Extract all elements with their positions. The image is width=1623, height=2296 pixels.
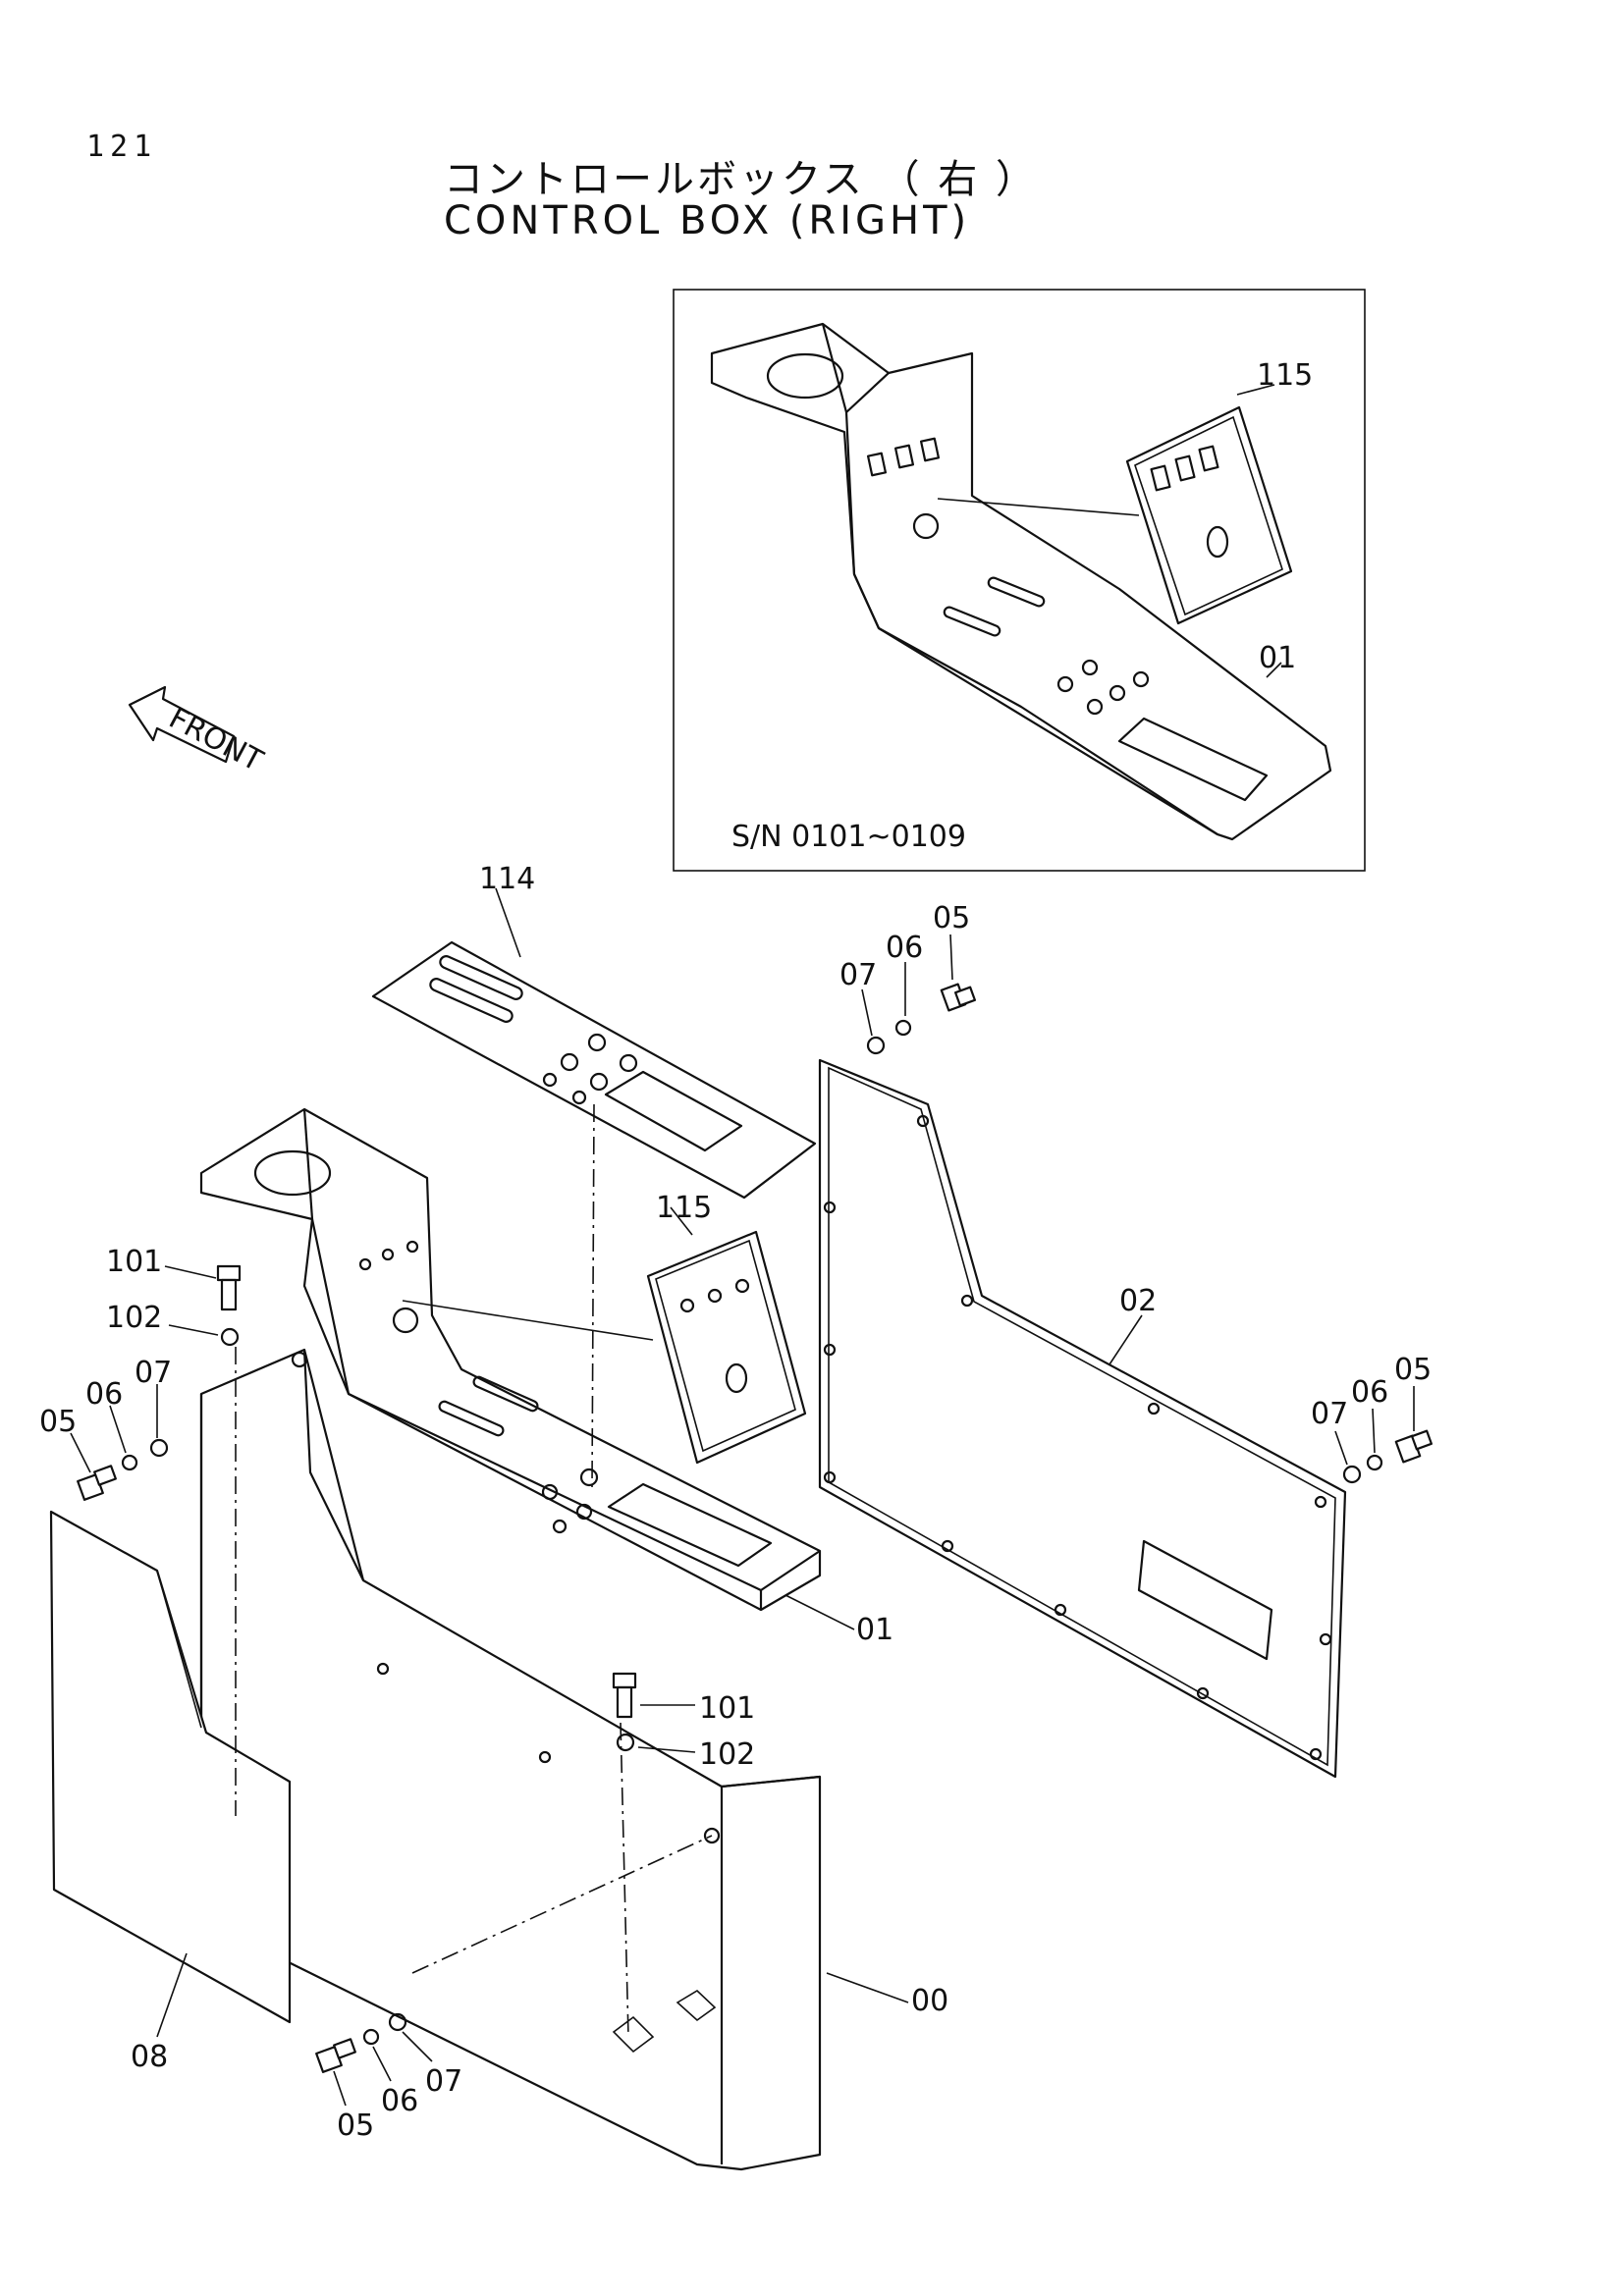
label-05-top: 05 (933, 901, 970, 935)
label-115: 115 (656, 1191, 712, 1225)
title-japanese: コントロールボックス （ 右 ） (444, 157, 1038, 202)
label-06-right: 06 (1351, 1375, 1388, 1410)
label-08: 08 (131, 2040, 168, 2074)
label-07-right: 07 (1311, 1397, 1348, 1431)
label-102-left: 102 (106, 1301, 162, 1335)
front-arrow-icon: FRONT (128, 685, 269, 778)
washer-102-right (616, 1733, 635, 1752)
inset-label-01: 01 (1259, 641, 1296, 675)
panel-115 (646, 1230, 807, 1465)
label-101-right: 101 (699, 1691, 755, 1726)
bolt-101-right (612, 1672, 637, 1719)
bolt-101-left (216, 1264, 242, 1311)
label-05-right: 05 (1394, 1353, 1432, 1387)
inset-panel-115 (1125, 405, 1293, 625)
title-english: CONTROL BOX (RIGHT) (444, 198, 971, 243)
hardware-left (77, 1438, 169, 1501)
inset-label-115: 115 (1257, 358, 1313, 393)
hardware-bottom (315, 2012, 407, 2073)
label-101-left: 101 (106, 1245, 162, 1279)
cover-plate-114 (371, 940, 817, 1200)
hardware-right (1342, 1429, 1434, 1484)
label-07-bottom: 07 (425, 2064, 462, 2099)
label-114: 114 (479, 862, 535, 896)
side-panel-02 (818, 1058, 1347, 1779)
inset-frame (673, 289, 1366, 872)
inset-bracket-01 (710, 322, 1332, 841)
label-06-top: 06 (886, 931, 923, 965)
main-box-00 (199, 1348, 822, 2171)
label-00: 00 (911, 1984, 948, 2018)
label-07-top: 07 (839, 958, 877, 992)
label-05-bottom: 05 (337, 2109, 374, 2143)
label-06-bottom: 06 (381, 2084, 418, 2118)
bracket-01 (199, 1107, 822, 1612)
label-01: 01 (856, 1613, 893, 1647)
inset-early-serial: 115 01 S/N 0101~0109 (673, 289, 1366, 872)
washer-102-left (220, 1327, 240, 1347)
label-102-right: 102 (699, 1737, 755, 1772)
hardware-top (866, 983, 977, 1055)
label-05-left: 05 (39, 1405, 77, 1439)
page-number: 121 (86, 130, 158, 164)
label-06-left: 06 (85, 1377, 123, 1412)
label-02: 02 (1119, 1284, 1157, 1318)
label-07-left: 07 (135, 1356, 172, 1390)
plate-08 (49, 1510, 292, 2024)
serial-note: S/N 0101~0109 (731, 820, 966, 854)
